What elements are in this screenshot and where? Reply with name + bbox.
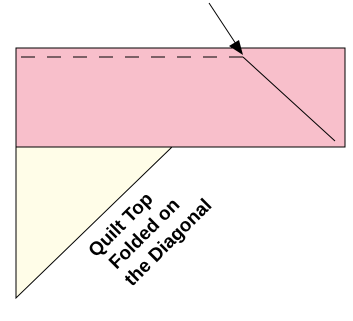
pointer-arrow-line (208, 2, 239, 48)
pointer-arrow-head-icon (229, 40, 243, 55)
folded-band (15, 47, 346, 148)
diagonal-fold-line (242, 56, 336, 142)
